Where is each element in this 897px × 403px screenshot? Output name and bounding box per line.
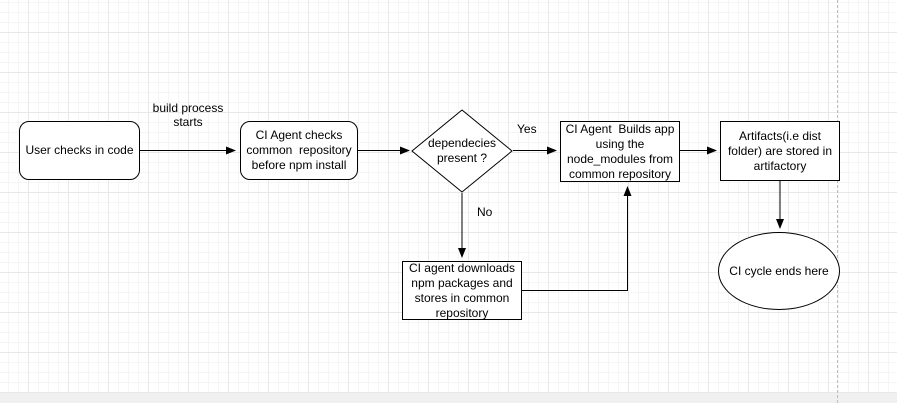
node-label: CI agent downloads npm packages and stor… <box>408 260 516 320</box>
node-user-checks-in-code[interactable]: User checks in code <box>19 121 140 180</box>
node-label: dependecies present ? <box>427 136 497 165</box>
node-label: User checks in code <box>25 143 134 157</box>
diamond-shape <box>411 109 513 193</box>
node-ci-agent-downloads-packages[interactable]: CI agent downloads npm packages and stor… <box>402 261 522 320</box>
node-ci-cycle-ends[interactable]: CI cycle ends here <box>718 232 840 310</box>
node-artifacts-stored[interactable]: Artifacts(i.e dist folder) are stored in… <box>720 121 840 181</box>
edge-downloads-to-builds[interactable] <box>522 186 632 291</box>
edge-label-yes[interactable]: Yes <box>517 122 537 136</box>
edge-label-no[interactable]: No <box>477 205 493 219</box>
node-label: CI Agent checks common repository before… <box>246 128 352 172</box>
page-break-line <box>837 0 838 403</box>
edge-label-build-process-starts[interactable]: build process starts <box>152 101 224 129</box>
node-ci-agent-checks-repository[interactable]: CI Agent checks common repository before… <box>240 121 358 180</box>
node-label: Artifacts(i.e dist folder) are stored in… <box>727 128 833 173</box>
canvas-bottom-edge <box>0 393 897 403</box>
node-dependencies-present-decision[interactable]: dependecies present ? <box>411 109 513 193</box>
node-label: CI Agent Builds app using the node_modul… <box>565 121 675 181</box>
node-ci-agent-builds-app[interactable]: CI Agent Builds app using the node_modul… <box>560 121 680 182</box>
node-label: CI cycle ends here <box>729 263 829 278</box>
